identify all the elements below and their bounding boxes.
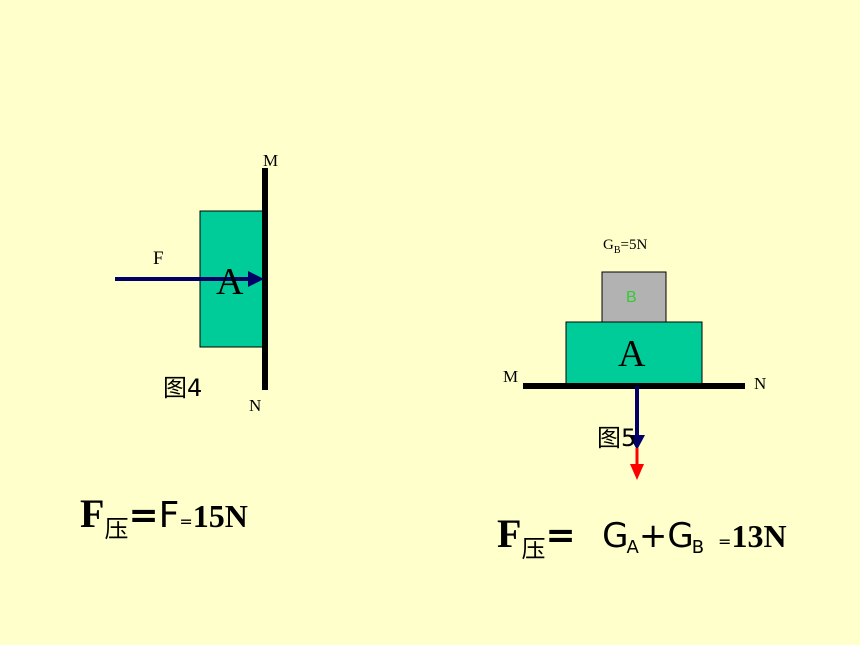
fig4-force-label: F bbox=[153, 248, 164, 269]
formula1-eq-small: = bbox=[179, 512, 193, 531]
formula1-eq: = bbox=[128, 495, 159, 536]
formula2-ga-sub: A bbox=[626, 537, 639, 558]
formula2-plus: + bbox=[638, 516, 668, 556]
formula2-eq-small: = bbox=[718, 532, 732, 551]
fig4-label-n: N bbox=[249, 396, 262, 415]
fig4-caption: 图4 bbox=[163, 374, 203, 402]
formula2-eq: = bbox=[545, 515, 589, 556]
formula1-f: F bbox=[80, 491, 105, 536]
formula2-ga: G bbox=[602, 516, 628, 556]
fig5-block-a-label: A bbox=[618, 333, 646, 375]
fig5-weight-label: GB=5N bbox=[603, 238, 647, 256]
formula2-f: F bbox=[497, 511, 522, 556]
fig4-force-arrow-head bbox=[248, 271, 264, 287]
fig5-label-n: N bbox=[754, 374, 767, 393]
formula1-f2: F bbox=[158, 495, 180, 536]
fig5-red-arrow-head bbox=[630, 464, 644, 480]
fig4-label-m: M bbox=[263, 151, 279, 170]
formula1-value: 15N bbox=[192, 498, 248, 534]
formula-pressure-2: F压= GA+GB=13N bbox=[497, 511, 787, 562]
fig5-weight-main: G bbox=[603, 237, 614, 253]
fig5-weight-sub: B bbox=[613, 245, 621, 256]
fig5-caption: 图5 bbox=[597, 424, 637, 452]
fig5-label-m: M bbox=[503, 367, 519, 386]
fig5-block-b bbox=[601, 271, 667, 323]
fig4-block-a-label: A bbox=[216, 261, 244, 303]
formula2-gb-sub: B bbox=[691, 537, 705, 558]
formula2-sub: 压 bbox=[521, 535, 546, 563]
formula-pressure-1: F压=F=15N bbox=[80, 491, 248, 542]
formula1-sub: 压 bbox=[104, 515, 129, 543]
formula2-value: 13N bbox=[731, 518, 787, 554]
fig5-pressure-arrow-head bbox=[629, 435, 645, 450]
fig5-block-b-label: B bbox=[626, 289, 637, 306]
fig5-weight-rest: =5N bbox=[620, 237, 648, 253]
formula2-gb: G bbox=[667, 516, 693, 556]
